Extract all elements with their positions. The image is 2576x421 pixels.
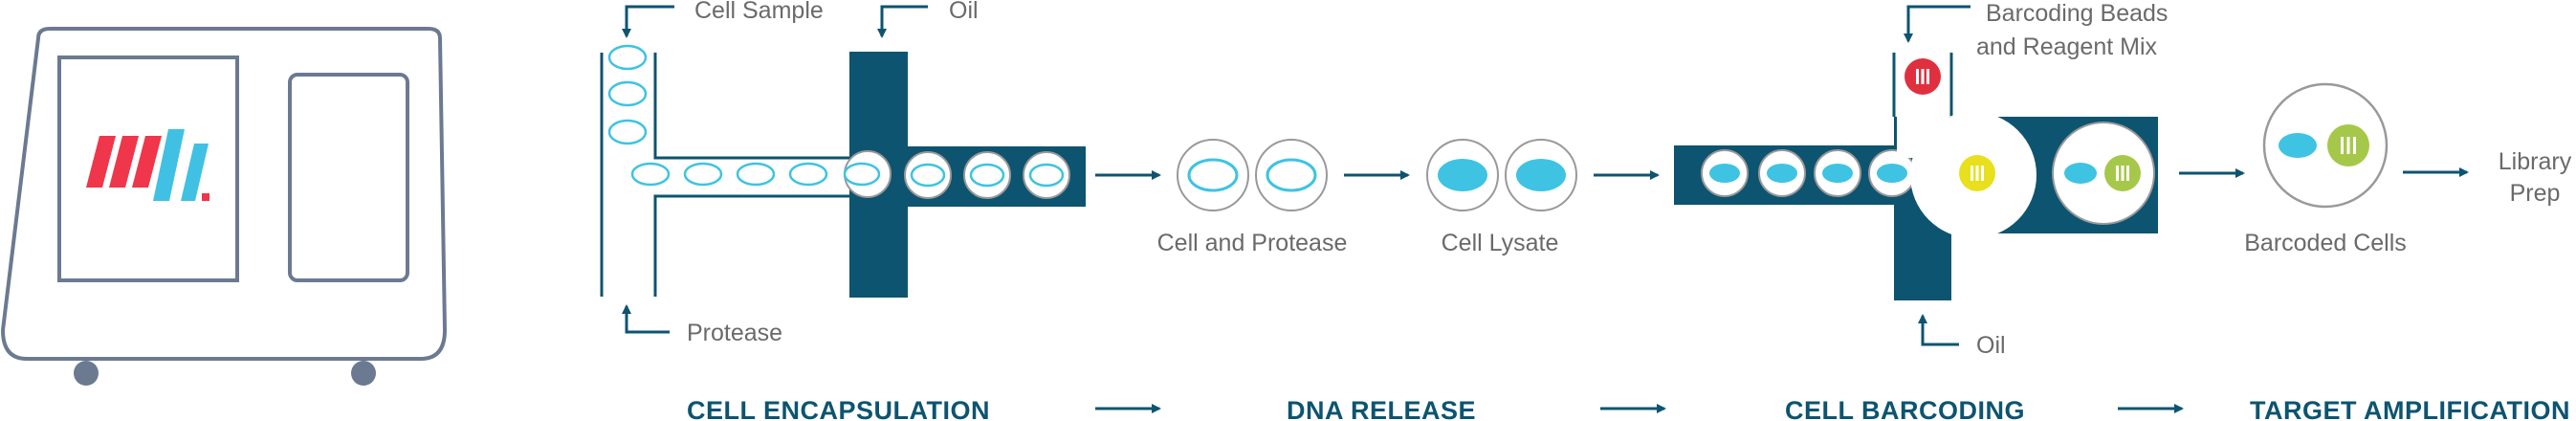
oil-top-label: Oil (949, 0, 979, 24)
cell-lysate-droplets (1426, 139, 1577, 211)
cell-sample-label: Cell Sample (694, 0, 824, 24)
barcoding-chip (1674, 53, 2158, 300)
protease-label: Protease (687, 320, 782, 346)
cell-and-protease-label: Cell and Protease (1157, 230, 1348, 256)
oil-top-arrow (877, 5, 928, 38)
cell-sample-arrow (622, 5, 674, 38)
barcode-bead-icon (1959, 155, 1995, 191)
cell-and-protease-droplets (1177, 139, 1328, 211)
instrument-foot-right (351, 361, 376, 386)
barcoded-cell-droplet (2262, 82, 2389, 209)
library-prep-label-1: Library (2499, 148, 2572, 175)
instrument-screen (57, 55, 239, 282)
barcode-bead-icon (1904, 58, 1941, 95)
brand-logo-icon (86, 129, 209, 201)
barcoding-beads-label-1: Barcoding Beads (1986, 0, 2168, 27)
beads-arrow (1904, 5, 1971, 43)
oil-bottom-arrow (1918, 314, 1959, 346)
barcoding-beads-label-2: and Reagent Mix (1976, 33, 2158, 60)
stage-label-cell-encapsulation: CELL ENCAPSULATION (687, 396, 990, 421)
encapsulation-chip (600, 44, 1086, 298)
instrument-icon (0, 27, 448, 386)
cell-lysate-label: Cell Lysate (1442, 230, 1559, 256)
instrument-foot-left (74, 361, 99, 386)
instrument-door (288, 73, 409, 282)
oil-bottom-label: Oil (1976, 332, 2006, 359)
library-prep-label-2: Prep (2510, 180, 2561, 207)
stage-label-target-amplification: TARGET AMPLIFICATION (2250, 396, 2570, 421)
stage-label-dna-release: DNA RELEASE (1287, 396, 1476, 421)
barcoded-cells-label: Barcoded Cells (2244, 230, 2407, 256)
protease-arrow (622, 304, 670, 334)
stage-label-cell-barcoding: CELL BARCODING (1785, 396, 2025, 421)
